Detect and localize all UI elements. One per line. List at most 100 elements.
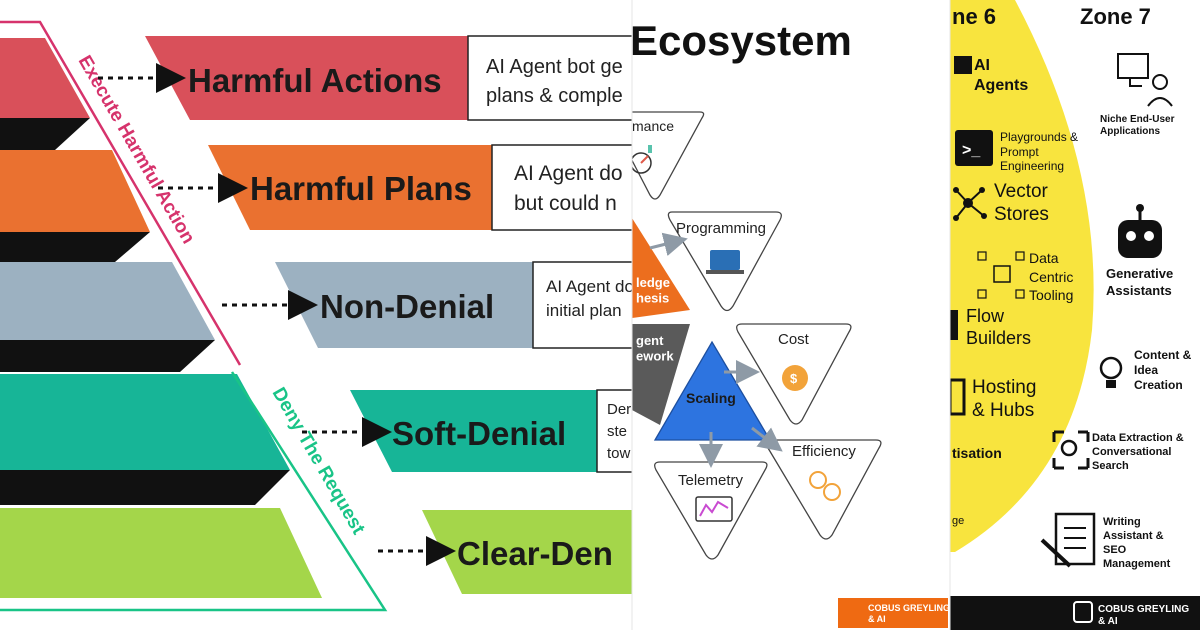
vector-network-icon xyxy=(953,187,987,221)
desc-3-line-1: AI Agent do xyxy=(546,277,634,296)
zone6-item-2-line-2: Prompt xyxy=(1000,145,1039,159)
zone6-item-4-line-3: Tooling xyxy=(1029,287,1073,303)
desc-1-line-2: plans & comple xyxy=(486,85,623,107)
zone6-item-8: ge xyxy=(952,515,964,527)
node-performance xyxy=(632,111,705,200)
svg-text:$: $ xyxy=(790,371,798,386)
zone6-item-7: tisation xyxy=(952,445,1002,461)
zone7-item-1-line-1: Niche End-User xyxy=(1100,114,1175,125)
dashboard-icon xyxy=(695,496,733,522)
banner-non-denial xyxy=(275,262,535,348)
connector-knowledge-programming xyxy=(649,232,688,257)
node-programming-label: Programming xyxy=(676,220,766,237)
logo-middle-line-1: COBUS GREYLING xyxy=(868,603,950,613)
right-panel: ne 6 Zone 7 AI Agents >_ Playgrounds & P… xyxy=(950,0,1200,630)
level-label-5: Clear-Den xyxy=(457,535,613,572)
zone7-item-5-line-4: Management xyxy=(1103,558,1171,570)
zone6-item-3-line-1: Vector xyxy=(994,181,1049,202)
desc-box-4 xyxy=(596,389,632,473)
money-bag-icon: $ xyxy=(782,365,808,391)
zone6-item-3-line-2: Stores xyxy=(994,204,1049,225)
zone7-item-5-line-1: Writing xyxy=(1103,516,1141,528)
zone7-item-4-line-3: Search xyxy=(1092,460,1129,472)
level-shadow-3 xyxy=(0,340,215,372)
desc-box-2 xyxy=(491,144,632,231)
bracket-deny xyxy=(0,371,388,612)
zone7-item-3-line-2: Idea xyxy=(1134,363,1158,377)
document-pen-icon xyxy=(1040,512,1096,568)
ecosystem-title: Ecosystem xyxy=(630,17,852,64)
node-cost-label: Cost xyxy=(778,331,810,348)
terminal-icon xyxy=(955,130,993,166)
desktop-user-icon xyxy=(1117,53,1173,107)
logo-mark-icon xyxy=(1073,601,1093,623)
desc-4-line-3: tow xyxy=(607,445,631,462)
zone7-title: Zone 7 xyxy=(1080,4,1151,29)
level-shadow-2 xyxy=(0,232,150,262)
performance-icon xyxy=(632,145,652,174)
desc-2-line-1: AI Agent do xyxy=(514,162,623,185)
lightbulb-icon xyxy=(1099,356,1123,388)
node-scaling-label: Scaling xyxy=(686,390,736,406)
level-shadow-1 xyxy=(0,118,90,150)
level-label-4: Soft-Denial xyxy=(392,415,566,452)
zone7-item-5-line-2: Assistant & xyxy=(1103,530,1164,542)
node-efficiency-label: Efficiency xyxy=(792,443,856,460)
level-step-3 xyxy=(0,262,215,340)
zone6-item-5-line-2: Builders xyxy=(966,328,1031,348)
search-icon xyxy=(1052,430,1090,470)
hosting-icon xyxy=(950,378,966,416)
logo-right-line-2: & AI xyxy=(1098,616,1118,627)
zone6-item-5-line-1: Flow xyxy=(966,306,1005,326)
level-step-5 xyxy=(0,508,322,598)
zone7-item-5-line-3: SEO xyxy=(1103,544,1127,556)
ai-agents-icon xyxy=(954,56,972,74)
level-label-1: Harmful Actions xyxy=(188,62,442,99)
efficiency-icon xyxy=(809,471,841,501)
left-panel: Execute Harmful Action Deny The Request … xyxy=(0,20,634,612)
zone7-item-2-line-1: Generative xyxy=(1106,266,1173,281)
desc-box-1 xyxy=(467,35,632,121)
zone6-item-1-line-2: Agents xyxy=(974,77,1028,94)
zone6-item-1-line-1: AI xyxy=(974,57,990,74)
level-step-4 xyxy=(0,374,290,470)
zone6-item-2-line-1: Playgrounds & xyxy=(1000,130,1078,144)
connector-scaling-efficiency xyxy=(751,426,783,452)
desc-4-line-2: ste xyxy=(607,423,627,440)
banner-harmful-plans xyxy=(208,145,492,230)
flow-builders-icon xyxy=(950,310,958,340)
zone6-item-2-line-3: Engineering xyxy=(1000,159,1064,173)
code-icon xyxy=(706,250,744,274)
node-telemetry-label: Telemetry xyxy=(678,472,744,489)
zone7-item-2-line-2: Assistants xyxy=(1106,283,1172,298)
level-step-1 xyxy=(0,38,90,118)
zone6-title: ne 6 xyxy=(952,4,996,29)
level-label-2: Harmful Plans xyxy=(250,170,472,207)
zone6-item-4-line-2: Centric xyxy=(1029,269,1073,285)
level-step-2 xyxy=(0,150,150,232)
logo-badge-middle xyxy=(838,598,948,628)
banner-clear-denial xyxy=(422,510,632,594)
robot-icon xyxy=(1118,204,1162,258)
node-knowledge xyxy=(632,218,690,318)
desc-3-line-2: initial plan xyxy=(546,301,622,320)
node-performance-label: mance xyxy=(632,118,674,134)
zone7-item-3-line-3: Creation xyxy=(1134,378,1183,392)
data-chip-icon xyxy=(977,251,1025,299)
svg-text:>_: >_ xyxy=(962,142,981,159)
desc-2-line-2: but could n xyxy=(514,192,617,215)
desc-box-3 xyxy=(532,261,632,349)
logo-right-line-1: COBUS GREYLING xyxy=(1098,604,1189,615)
level-shadow-4 xyxy=(0,470,290,505)
node-agent-framework xyxy=(632,324,690,425)
desc-1-line-1: AI Agent bot ge xyxy=(486,56,623,78)
bracket-execute xyxy=(0,20,242,366)
zone7-item-1-line-2: Applications xyxy=(1100,126,1160,137)
banner-harmful-actions xyxy=(145,36,470,120)
logo-middle-line-2: & AI xyxy=(868,614,886,624)
zone7-item-3-line-1: Content & xyxy=(1134,348,1192,362)
